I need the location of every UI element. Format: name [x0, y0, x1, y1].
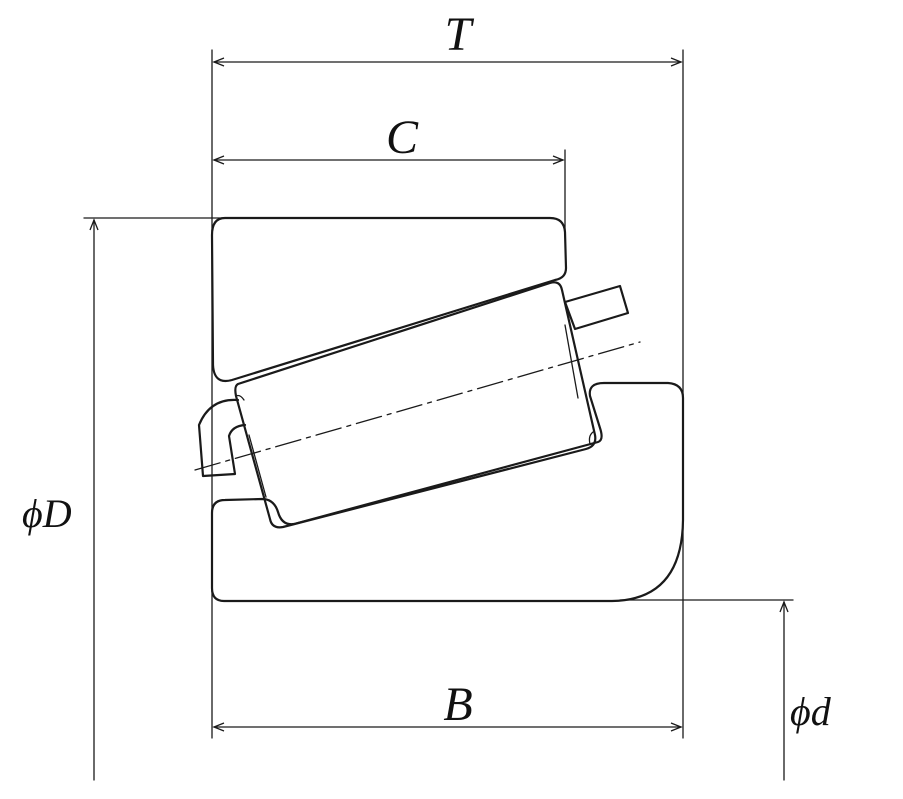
outer-ring-cup — [210, 216, 568, 383]
roller-center-line — [194, 341, 641, 471]
inner-ring-cone — [210, 381, 685, 603]
label-D: ϕD — [22, 491, 72, 536]
cage-tab-right — [563, 284, 630, 331]
cage-hook-left — [197, 398, 247, 478]
label-C: C — [386, 111, 419, 164]
extension-lines — [83, 49, 794, 739]
label-B: B — [443, 678, 472, 731]
roller-end-chamfer-large — [235, 394, 245, 401]
roller-end-chamfer-small — [588, 431, 594, 445]
label-d: ϕd — [790, 689, 832, 734]
cage-bar-bottom — [248, 434, 267, 498]
cage — [197, 284, 630, 498]
tapered-roller — [234, 281, 597, 529]
dimension-lines — [89, 57, 789, 781]
label-T: T — [445, 8, 475, 61]
